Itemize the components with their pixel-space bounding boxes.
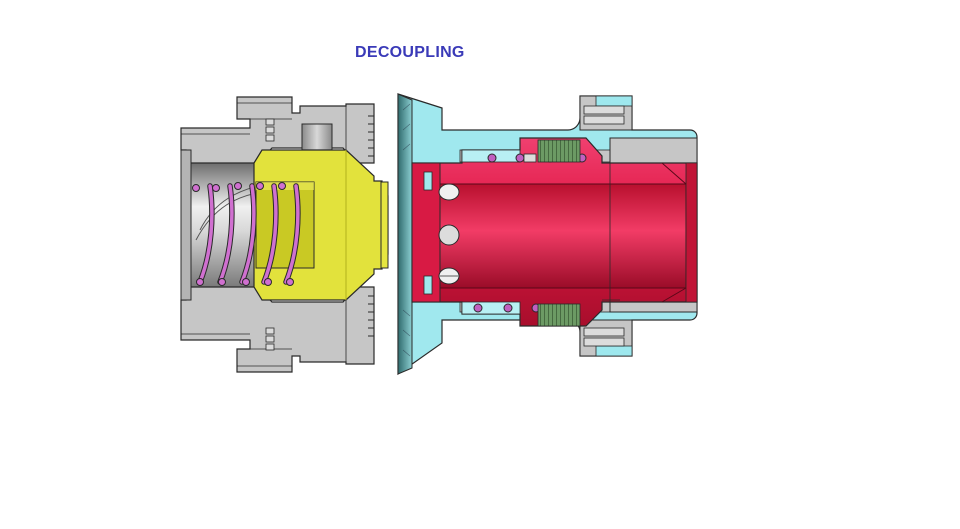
- port-hole-mid: [438, 224, 460, 246]
- serrations: [368, 115, 374, 337]
- female-coupling: [180, 96, 389, 373]
- thread-insert-upper: [537, 139, 581, 163]
- thread-teeth-upper: [265, 118, 275, 142]
- sleeve-slot-upper: [423, 171, 433, 191]
- flange-cone: [397, 93, 413, 375]
- sleeve-bore: [439, 183, 687, 289]
- thread-insert-lower: [537, 303, 581, 327]
- male-coupling: [397, 93, 698, 376]
- port-hole-top: [438, 183, 460, 201]
- spring-ends: [192, 182, 294, 286]
- sleeve-slot-lower: [423, 275, 433, 295]
- thread-teeth-lower: [265, 327, 275, 351]
- diagram-title: DECOUPLING: [355, 44, 465, 61]
- poppet-cavity: [255, 181, 315, 269]
